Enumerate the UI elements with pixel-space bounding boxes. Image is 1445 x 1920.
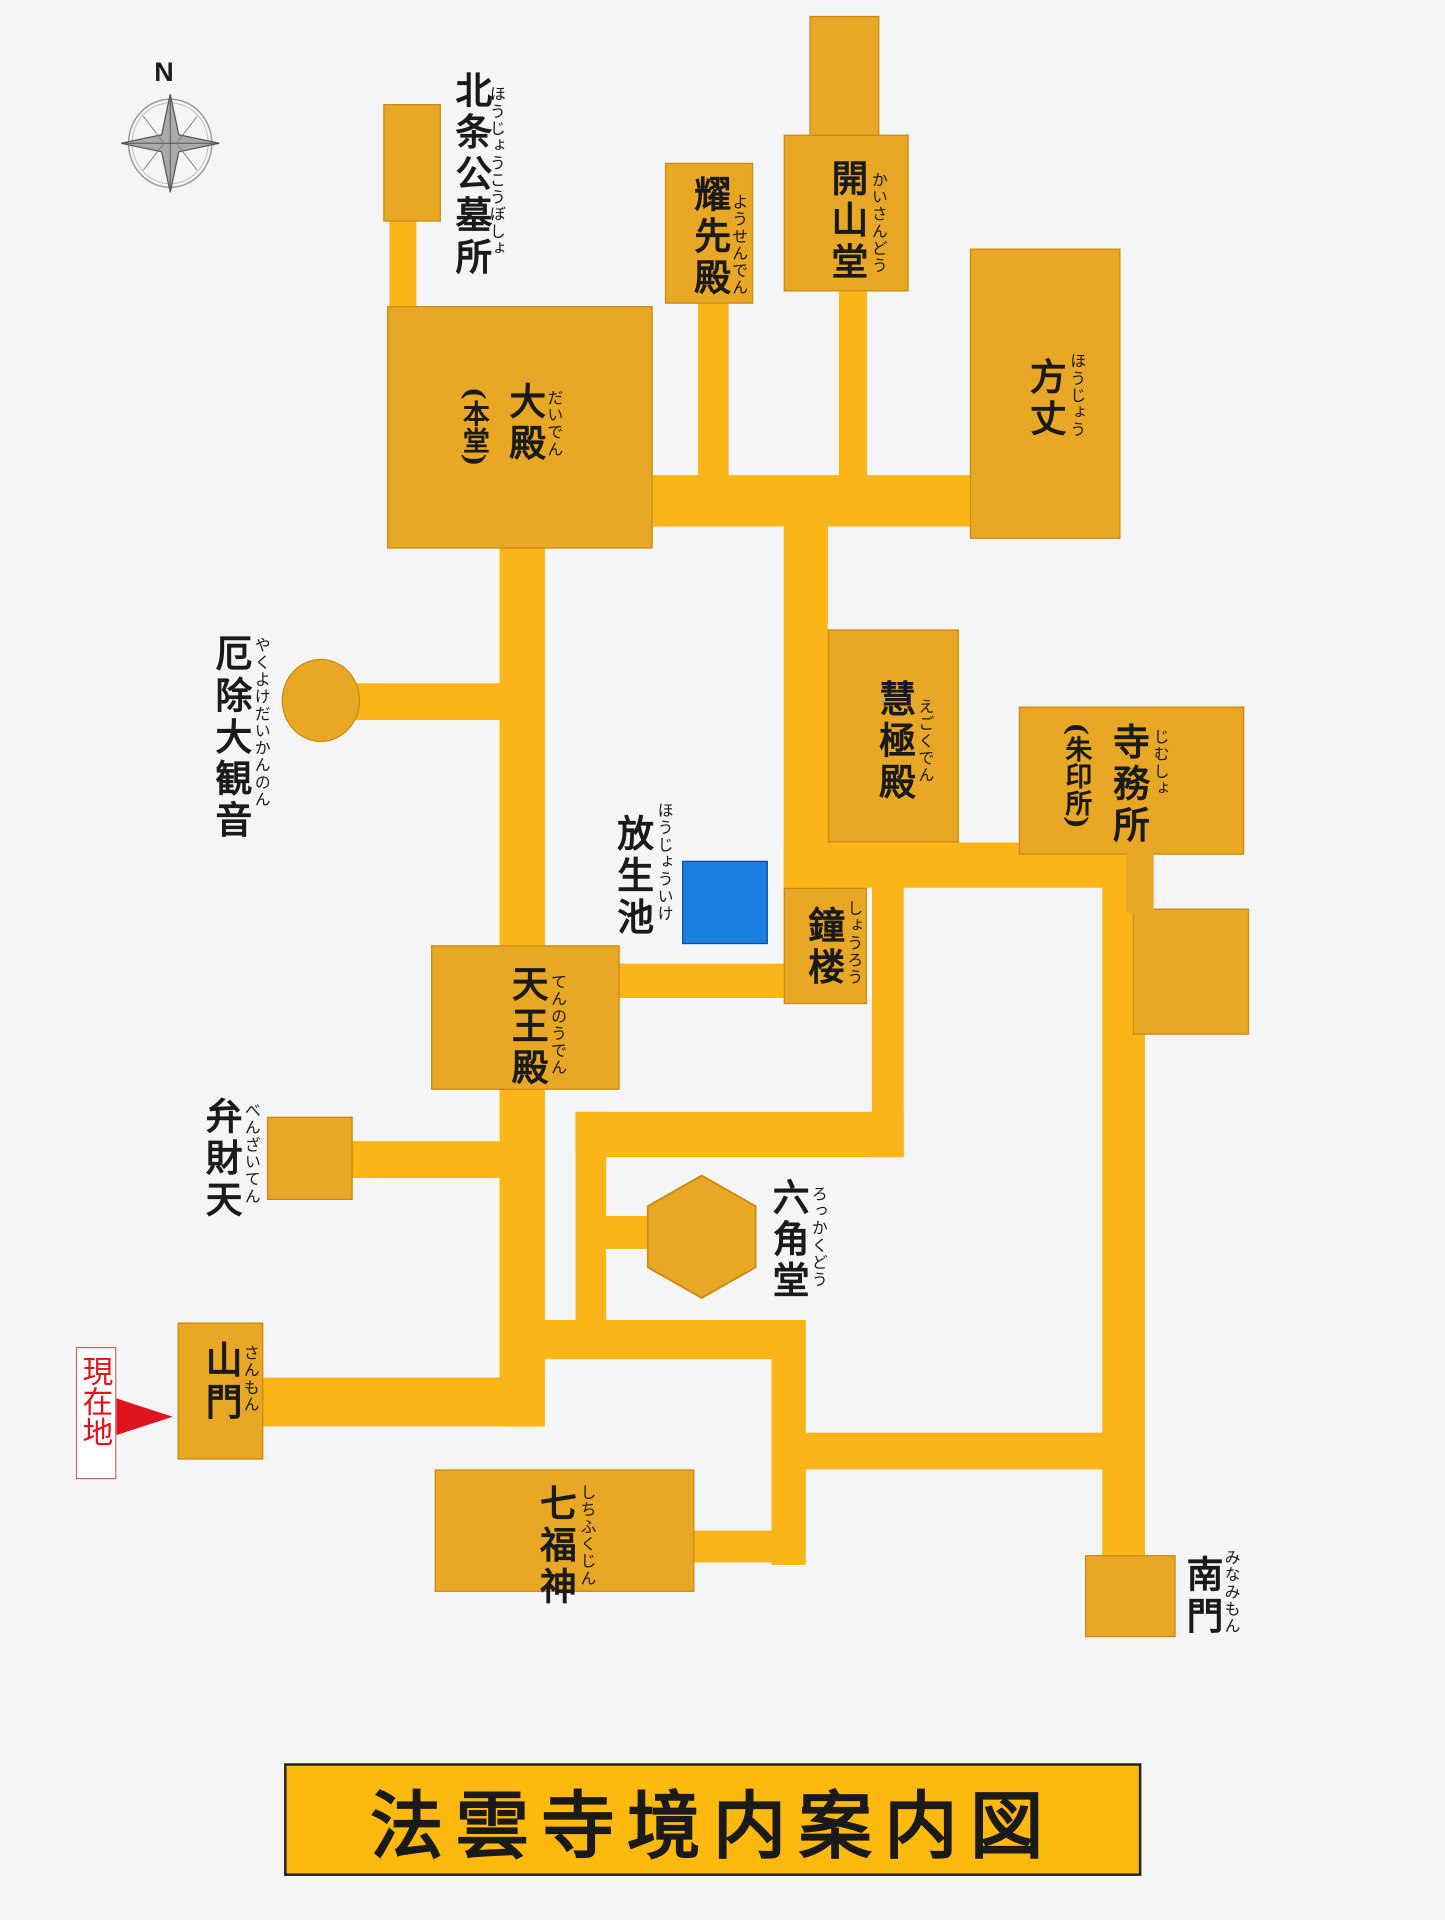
- path: [802, 1432, 1146, 1470]
- building-kaisando[interactable]: [783, 134, 909, 292]
- label-daiden: 大殿: [502, 382, 545, 466]
- path: [542, 1320, 805, 1360]
- building-sanmon[interactable]: [177, 1322, 264, 1460]
- building-hojo[interactable]: [969, 248, 1121, 539]
- building-jimusho[interactable]: [1018, 706, 1245, 855]
- path: [838, 288, 868, 481]
- label-shoro: 鐘楼: [800, 906, 844, 990]
- building-rokkakudo[interactable]: [643, 1173, 761, 1300]
- path: [871, 884, 904, 1158]
- current-location-label: 現在地: [78, 1355, 114, 1448]
- label-hojo: 方丈: [1022, 357, 1066, 441]
- reading-benzaiten: べんざいてん: [241, 1102, 260, 1205]
- reading-rokkakudo: ろっかくどう: [808, 1185, 827, 1289]
- reading-jimusho: じむしょ: [1149, 728, 1169, 798]
- building-yakuyoke-kannon[interactable]: [281, 658, 361, 743]
- building-hojo-ko-bosho[interactable]: [383, 104, 441, 222]
- path: [783, 524, 828, 892]
- label-sanmon: 山門: [198, 1340, 242, 1425]
- building-kaisando-top[interactable]: [809, 15, 880, 139]
- building-shichifukujin[interactable]: [434, 1469, 695, 1592]
- path: [698, 301, 729, 481]
- map-title: 法雲寺境内案内図: [369, 1783, 1056, 1870]
- label-rokkakudo: 六角堂: [765, 1177, 809, 1303]
- label-hojoike: 放生池: [609, 814, 653, 940]
- path: [617, 963, 787, 998]
- path: [603, 1215, 653, 1249]
- label-tennoden: 天王殿: [504, 964, 548, 1090]
- building-jimusho-link: [1126, 852, 1154, 914]
- label-shichifukujin: 七福神: [532, 1484, 576, 1609]
- reading-yakuyoke-kannon: やくよけだいかんのん: [251, 636, 270, 809]
- reading-tennoden: てんのうでん: [547, 973, 566, 1077]
- building-egokuden[interactable]: [827, 629, 959, 843]
- path: [575, 1111, 607, 1327]
- building-shoro[interactable]: [783, 887, 868, 1005]
- reading-daiden: だいでん: [543, 389, 563, 458]
- compass-rose-icon: [121, 94, 220, 193]
- reading-hojo: ほうじょう: [1066, 352, 1085, 439]
- map-title-box: 法雲寺境内案内図: [284, 1763, 1142, 1876]
- building-benzaiten[interactable]: [266, 1116, 353, 1201]
- label-jimusho: 寺務所: [1105, 722, 1149, 848]
- building-yosenden[interactable]: [664, 162, 754, 304]
- path: [771, 1320, 806, 1565]
- hojoike-pond[interactable]: [682, 860, 768, 945]
- label-minamimon: 南門: [1179, 1555, 1223, 1639]
- reading-hojo-ko-bosho: ほうじょうこうぼしょ: [486, 85, 505, 258]
- building-daiden[interactable]: [386, 306, 653, 549]
- label-benzaiten: 弁財天: [198, 1097, 242, 1223]
- label-egokuden: 慧極殿: [871, 679, 915, 805]
- path: [575, 1111, 904, 1158]
- path: [350, 1141, 503, 1178]
- compass-north-label: N: [154, 56, 174, 87]
- label-kaisando: 開山堂: [824, 159, 868, 285]
- path: [499, 1087, 545, 1427]
- building-tennoden[interactable]: [431, 945, 620, 1090]
- building-jimusho-annex[interactable]: [1132, 908, 1250, 1035]
- path: [499, 546, 545, 951]
- reading-hojoike: ほうじょういけ: [653, 802, 673, 923]
- label-hojo-ko-bosho: 北条公墓所: [448, 71, 492, 280]
- reading-yosenden: ようせんでん: [728, 193, 748, 297]
- reading-sanmon: さんもん: [240, 1344, 259, 1414]
- label-jimusho-sub: (朱印所): [1060, 722, 1093, 829]
- reading-egokuden: えごくでん: [914, 697, 934, 784]
- label-daiden-sub: (本堂): [458, 386, 490, 467]
- building-minamimon[interactable]: [1084, 1555, 1176, 1638]
- reading-kaisando: かいさんどう: [868, 171, 887, 275]
- reading-shoro: しょうろう: [843, 900, 863, 986]
- path: [355, 683, 503, 721]
- path: [652, 475, 974, 527]
- current-location-box: 現在地: [75, 1346, 117, 1480]
- label-yakuyoke-kannon: 厄除大観音: [208, 634, 252, 843]
- label-yosenden: 耀先殿: [687, 175, 730, 301]
- current-location-arrow-icon: [116, 1398, 173, 1436]
- compass: N: [120, 56, 220, 197]
- path: [389, 217, 417, 312]
- path: [260, 1377, 545, 1427]
- path: [691, 1530, 805, 1563]
- reading-shichifukujin: しちふくじん: [576, 1484, 596, 1587]
- reading-minamimon: みなみもん: [1220, 1548, 1240, 1635]
